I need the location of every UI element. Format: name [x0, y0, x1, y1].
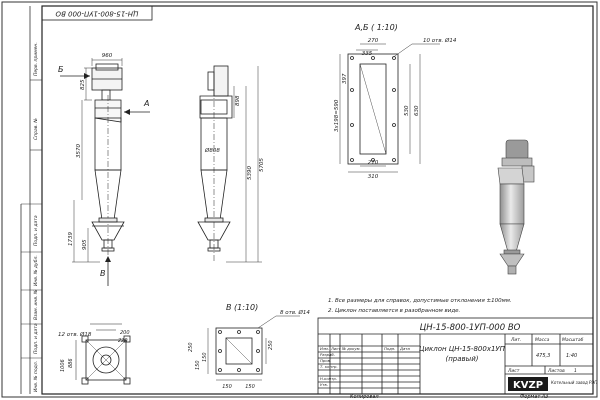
view-v-label: В (1:10) [226, 303, 258, 312]
note-2: 2. Циклон поставляется в разобранном вид… [328, 308, 461, 314]
arrow-v: В [100, 256, 111, 286]
arrow-b-label: Б [58, 65, 64, 74]
arrow-a-label: А [143, 99, 149, 108]
dim-960: 960 [102, 53, 113, 59]
dim-630: 630 [414, 105, 420, 116]
dim-150b: 150 [202, 352, 208, 362]
dim-250b: 250 [268, 340, 274, 350]
tb-sheets-count: 1 [574, 368, 577, 374]
view-v [215, 327, 263, 375]
dim-886: 886 [68, 358, 74, 368]
dim-150a: 150 [195, 360, 201, 370]
dim-8holes: 8 отв. Ø14 [280, 309, 310, 316]
rotated-number-box: ЦН-15-800-1УП-000 ВО [41, 5, 153, 21]
dim-3570: 3570 [76, 144, 82, 158]
front-view-dims [72, 58, 123, 263]
kvzp-logo: KVZP [508, 377, 548, 391]
strip-label-inv-dubl: Инв. № дубл. [33, 255, 39, 286]
drawing-number-rotated: ЦН-15-800-1УП-000 ВО [55, 10, 138, 18]
tb-mass-label: Масса [535, 337, 550, 343]
dim-5705: 5705 [259, 158, 265, 172]
strip-label-vzam: Взам. инв. № [33, 289, 39, 320]
strip-label-inv-podl: Инв. № подл. [33, 361, 39, 392]
dim-220: 220 [118, 338, 128, 344]
dim-310: 310 [368, 174, 379, 180]
dim-5390: 5390 [247, 166, 253, 180]
dim-270: 270 [368, 38, 379, 44]
dim-1006: 1006 [60, 359, 66, 372]
dim-898: 898 [235, 95, 241, 106]
tb-sheets: Листов [547, 368, 565, 374]
tb-izm: Изм. [320, 346, 329, 351]
arrow-b: Б [58, 65, 90, 79]
designation: ЦН-15-800-1УП-000 ВО [420, 323, 521, 333]
dim-150d: 150 [245, 384, 255, 390]
tb-scale-label: Масштаб [562, 337, 584, 343]
dim-397: 397 [342, 73, 348, 84]
dim-10holes: 10 отв. Ø14 [423, 37, 457, 44]
strip-label-podp2: Подп. и дата [33, 323, 39, 354]
tb-prov: Пров. [320, 358, 331, 363]
title-block [317, 317, 594, 395]
tb-lit-label: Лит. [510, 337, 521, 343]
view-ab-dims [339, 43, 440, 173]
support-view [75, 323, 131, 385]
dim-210: 210 [368, 160, 379, 166]
side-view-dims [226, 66, 262, 263]
strip-label-sprav: Справ. № [33, 118, 39, 140]
dim-250a: 250 [188, 342, 194, 352]
isometric-view [497, 139, 535, 275]
strip-label-podp1: Подп. и дата [33, 215, 39, 246]
dim-335: 335 [362, 51, 373, 57]
dim-3x198: 3х198=590 [334, 99, 340, 132]
dim-808: Ø808 [204, 147, 220, 154]
company-name: Котельный завод РЭП [551, 380, 597, 385]
dim-150c: 150 [222, 384, 232, 390]
drawing-frame [41, 5, 594, 395]
tb-mass-value: 475,3 [536, 353, 550, 359]
copied-label: Копировал [350, 394, 379, 400]
dim-905: 905 [82, 239, 88, 250]
tb-razrab: Разраб. [320, 352, 335, 357]
left-strip: Перв. примен. Справ. № Подп. и дата Инв.… [20, 6, 42, 394]
tb-nodoc: № докум. [341, 346, 361, 351]
view-ab-label: А,Б ( 1:10) [354, 23, 398, 32]
side-view [197, 65, 233, 262]
dim-825: 825 [80, 79, 86, 90]
arrow-v-label: В [100, 269, 106, 278]
tb-podp: Подп. [384, 346, 396, 351]
arrow-a: А [124, 99, 150, 115]
tb-sheet: Лист [507, 368, 520, 374]
view-ab [347, 53, 399, 165]
tb-tkontr: Т. контр. [320, 364, 338, 369]
dim-12holes: 12 отв. Ø18 [58, 331, 92, 338]
title-line-1: Циклон ЦН-15-800х1УП [419, 345, 506, 353]
view-v-dims [207, 315, 300, 381]
dim-1739: 1739 [68, 232, 74, 246]
front-view [91, 63, 125, 262]
tb-nkontr: Н.контр. [320, 376, 337, 381]
tb-data: Дата [399, 346, 411, 351]
note-1: 1. Все размеры для справок, допустимые о… [328, 298, 512, 304]
title-line-2: (правый) [446, 355, 479, 363]
tb-utv: Утв. [320, 382, 328, 387]
logo-text: KVZP [513, 380, 543, 391]
tb-list: Лист [330, 346, 341, 351]
strip-label-perv: Перв. примен. [33, 42, 39, 76]
dim-530: 530 [404, 105, 410, 116]
format-label: Формат А3 [520, 394, 548, 400]
tb-scale-value: 1:40 [566, 353, 577, 359]
dim-200: 200 [120, 330, 130, 336]
